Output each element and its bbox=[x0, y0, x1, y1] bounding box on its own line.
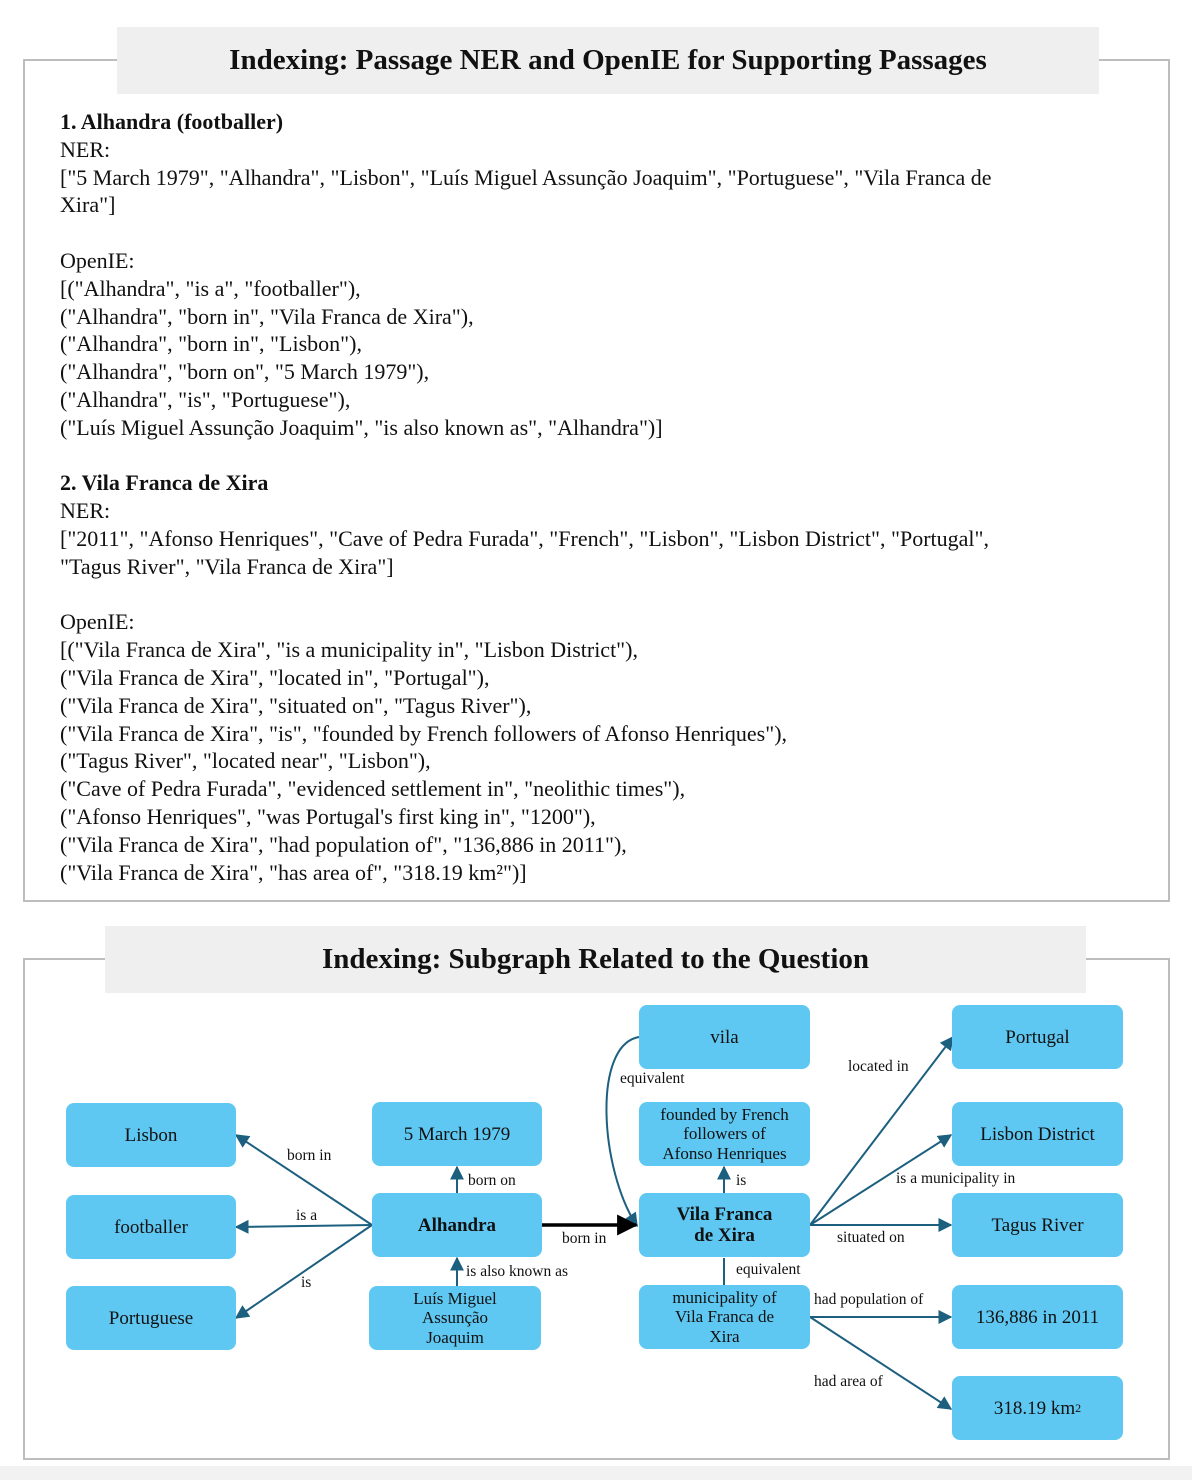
openie-line: ("Alhandra", "born in", "Vila Franca de … bbox=[60, 303, 474, 329]
openie-line: ("Luís Miguel Assunção Joaquim", "is als… bbox=[60, 414, 663, 440]
ner-label: NER: bbox=[60, 136, 111, 162]
ner-line: "Tagus River", "Vila Franca de Xira"] bbox=[60, 553, 394, 579]
edge-born-in-lisbon bbox=[234, 1134, 373, 1226]
node-line: Vila Franca de bbox=[674, 1307, 775, 1327]
openie-line: ("Alhandra", "born in", "Lisbon"), bbox=[60, 331, 362, 357]
node-line: followers of bbox=[683, 1124, 766, 1144]
ner-line: Xira"] bbox=[60, 192, 116, 218]
edge-equivalent-vila bbox=[605, 1036, 640, 1228]
node-line: Afonso Henriques bbox=[662, 1143, 787, 1163]
edge-municipality-in bbox=[809, 1134, 953, 1226]
label-born-in-lisbon: born in bbox=[287, 1147, 332, 1164]
label-born-in-vfx: born in bbox=[562, 1230, 607, 1247]
openie-line: ("Afonso Henriques", "was Portugal's fir… bbox=[60, 803, 596, 829]
node-text: 318.19 km bbox=[993, 1397, 1076, 1419]
label-is-a: is a bbox=[296, 1207, 318, 1224]
ner-line: ["5 March 1979", "Alhandra", "Lisbon", "… bbox=[60, 164, 992, 190]
passage-1: 1. Alhandra (footballer) NER: ["5 March … bbox=[60, 108, 1140, 442]
page-bottom-strip bbox=[0, 1466, 1192, 1480]
node-vila-franca-de-xira: Vila Franca de Xira bbox=[639, 1193, 810, 1257]
node-alhandra: Alhandra bbox=[372, 1193, 542, 1257]
passages-panel-title: Indexing: Passage NER and OpenIE for Sup… bbox=[117, 27, 1099, 94]
node-lisbon: Lisbon bbox=[66, 1103, 236, 1167]
node-line: Xira bbox=[709, 1326, 740, 1346]
openie-line: ("Tagus River", "located near", "Lisbon"… bbox=[60, 748, 431, 774]
node-vila: vila bbox=[639, 1005, 810, 1069]
edge-is-portuguese bbox=[234, 1224, 373, 1319]
passage-title: 2. Vila Franca de Xira bbox=[60, 470, 269, 496]
openie-line: [("Alhandra", "is a", "footballer"), bbox=[60, 275, 361, 301]
superscript: 2 bbox=[1075, 1400, 1082, 1415]
openie-line: ("Alhandra", "is", "Portuguese"), bbox=[60, 386, 351, 412]
openie-line: [("Vila Franca de Xira", "is a municipal… bbox=[60, 637, 638, 663]
node-line: Luís Miguel bbox=[413, 1288, 497, 1308]
passage-title: 1. Alhandra (footballer) bbox=[60, 109, 284, 134]
openie-line: ("Vila Franca de Xira", "situated on", "… bbox=[60, 692, 532, 718]
passage-2: 2. Vila Franca de Xira NER: ["2011", "Af… bbox=[60, 469, 1140, 886]
subgraph-panel-title: Indexing: Subgraph Related to the Questi… bbox=[105, 926, 1086, 993]
node-footballer: footballer bbox=[66, 1195, 236, 1259]
node-founded-by: founded by French followers of Afonso He… bbox=[639, 1102, 810, 1166]
openie-label: OpenIE: bbox=[60, 609, 135, 635]
openie-line: ("Cave of Pedra Furada", "evidenced sett… bbox=[60, 776, 686, 802]
node-municipality: municipality of Vila Franca de Xira bbox=[639, 1285, 810, 1349]
label-is: is bbox=[301, 1274, 312, 1291]
node-line: Vila Franca bbox=[676, 1204, 773, 1225]
label-is-also-known-as: is also known as bbox=[466, 1263, 569, 1280]
openie-line: ("Vila Franca de Xira", "is", "founded b… bbox=[60, 720, 788, 746]
openie-line: ("Vila Franca de Xira", "located in", "P… bbox=[60, 664, 490, 690]
label-situated-on: situated on bbox=[837, 1229, 905, 1246]
label-had-area-of: had area of bbox=[814, 1373, 883, 1390]
ner-line: ["2011", "Afonso Henriques", "Cave of Pe… bbox=[60, 525, 989, 551]
node-luis-miguel: Luís Miguel Assunção Joaquim bbox=[369, 1286, 541, 1350]
node-portuguese: Portuguese bbox=[66, 1286, 236, 1350]
label-equivalent-muni: equivalent bbox=[736, 1261, 801, 1278]
node-line: founded by French bbox=[660, 1104, 789, 1124]
passages-list: 1. Alhandra (footballer) NER: ["5 March … bbox=[60, 108, 1140, 914]
label-born-on: born on bbox=[468, 1172, 516, 1189]
node-line: de Xira bbox=[694, 1225, 755, 1246]
edge-area bbox=[809, 1316, 953, 1410]
node-5-march-1979: 5 March 1979 bbox=[372, 1102, 542, 1166]
label-is-founded: is bbox=[736, 1172, 747, 1189]
node-line: Assunção bbox=[421, 1308, 489, 1328]
label-equivalent-vila: equivalent bbox=[620, 1070, 685, 1087]
passages-panel bbox=[23, 59, 1170, 902]
node-line: municipality of bbox=[672, 1287, 777, 1307]
node-portugal: Portugal bbox=[952, 1005, 1123, 1069]
label-had-population-of: had population of bbox=[814, 1291, 924, 1308]
edge-is-a-footballer bbox=[234, 1219, 373, 1234]
openie-label: OpenIE: bbox=[60, 247, 135, 273]
openie-line: ("Vila Franca de Xira", "has area of", "… bbox=[60, 859, 527, 885]
node-population: 136,886 in 2011 bbox=[952, 1285, 1123, 1349]
label-municipality-in: is a municipality in bbox=[896, 1170, 1016, 1187]
ner-label: NER: bbox=[60, 498, 111, 524]
node-line: Joaquim bbox=[426, 1327, 484, 1347]
node-lisbon-district: Lisbon District bbox=[952, 1102, 1123, 1166]
openie-line: ("Alhandra", "born on", "5 March 1979"), bbox=[60, 359, 430, 385]
edge-located-in bbox=[809, 1035, 954, 1226]
openie-line: ("Vila Franca de Xira", "had population … bbox=[60, 831, 627, 857]
node-tagus-river: Tagus River bbox=[952, 1193, 1123, 1257]
label-located-in: located in bbox=[848, 1058, 909, 1075]
